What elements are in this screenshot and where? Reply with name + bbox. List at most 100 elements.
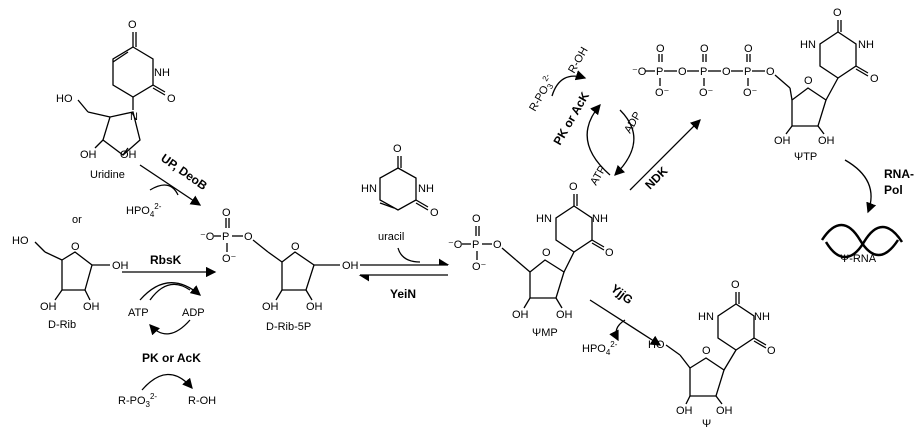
- atp-1: ATP: [128, 307, 149, 319]
- yjjg-label: YjjG: [608, 281, 636, 307]
- d-rib-label: D-Rib: [48, 319, 76, 331]
- svg-text:OH: OH: [676, 405, 693, 417]
- svg-text:O: O: [291, 241, 300, 253]
- up-deob-label: UP, DeoB: [158, 151, 210, 193]
- svg-text:⁻O: ⁻O: [448, 239, 463, 251]
- svg-text:OH: OH: [556, 309, 573, 321]
- rna-pol-label-1: RNA-: [884, 167, 914, 181]
- rna-pol-arrow: [844, 159, 877, 214]
- adp-1: ADP: [182, 307, 205, 319]
- svg-text:HO: HO: [648, 339, 665, 351]
- psi-tp-label: ΨTP: [794, 151, 817, 163]
- roh-1: R-OH: [188, 395, 216, 407]
- yjjg-arrow: [589, 299, 662, 346]
- svg-text:O: O: [222, 207, 231, 219]
- svg-text:O⁻: O⁻: [472, 261, 487, 273]
- svg-text:OH: OH: [512, 309, 529, 321]
- psi-rna-helix: Ψ-RNA: [820, 223, 904, 265]
- psi-tp-structure: ⁻O P O P O P O O O O O⁻ O⁻ O⁻ O OH OH ΨT…: [632, 7, 879, 163]
- svg-text:⁻O: ⁻O: [632, 66, 647, 78]
- svg-text:O: O: [700, 43, 709, 55]
- svg-text:O: O: [870, 73, 879, 85]
- uridine-ho: HO: [56, 93, 73, 105]
- or-label: or: [72, 214, 82, 226]
- svg-text:NH: NH: [858, 39, 874, 51]
- uridine-label: Uridine: [90, 169, 125, 181]
- psi-rna-label: Ψ-RNA: [840, 253, 877, 265]
- roh-2: R-OH: [566, 45, 590, 75]
- svg-text:O: O: [766, 66, 775, 78]
- svg-text:P: P: [472, 239, 479, 251]
- svg-text:O: O: [71, 241, 80, 253]
- svg-text:NH: NH: [592, 213, 608, 225]
- svg-text:P: P: [700, 66, 707, 78]
- hpo4-1: HPO42-: [126, 202, 162, 219]
- svg-text:HO: HO: [12, 235, 29, 247]
- uridine-o-top: O: [128, 19, 137, 31]
- uracil-label: uracil: [378, 231, 404, 243]
- psi-mp-label: ΨMP: [532, 327, 558, 339]
- svg-text:O: O: [678, 66, 687, 78]
- svg-text:O⁻: O⁻: [699, 87, 714, 99]
- svg-text:O⁻: O⁻: [222, 253, 237, 265]
- svg-text:O: O: [430, 207, 439, 219]
- adp-2: ADP: [622, 110, 644, 136]
- svg-text:O⁻: O⁻: [655, 87, 670, 99]
- rna-pol-label-2: Pol: [884, 183, 903, 197]
- psi-label: Ψ: [702, 418, 711, 430]
- svg-text:O: O: [569, 181, 578, 193]
- rbsk-label: RbsK: [150, 253, 182, 267]
- svg-text:P: P: [656, 66, 663, 78]
- svg-text:P: P: [744, 66, 751, 78]
- svg-text:OH: OH: [40, 301, 57, 313]
- d-rib-5p-label: D-Rib-5P: [266, 321, 311, 333]
- svg-text:OH: OH: [342, 260, 359, 272]
- up-deob-arrow: [139, 164, 202, 206]
- uracil-structure: O HN NH O uracil: [361, 143, 439, 243]
- pk-ack-1-label: PK or AcK: [142, 351, 201, 365]
- svg-text:OH: OH: [306, 301, 323, 313]
- svg-text:NH: NH: [418, 183, 434, 195]
- svg-text:OH: OH: [716, 405, 733, 417]
- svg-text:O: O: [656, 43, 665, 55]
- uridine-o-right: O: [167, 93, 176, 105]
- pk-ack-2-label: PK or AcK: [550, 89, 592, 147]
- svg-text:O: O: [605, 247, 614, 259]
- d-rib-5p-structure: ⁻O P O O⁻ O O OH OH OH D-Rib-5P: [200, 207, 359, 333]
- svg-text:OH: OH: [112, 260, 129, 272]
- rpo3-2: R-PO32-: [525, 72, 559, 115]
- svg-text:O: O: [767, 345, 776, 357]
- svg-text:O⁻: O⁻: [743, 87, 758, 99]
- svg-text:O: O: [244, 231, 253, 243]
- svg-text:OH: OH: [262, 301, 279, 313]
- svg-text:O: O: [542, 247, 551, 259]
- rpo3-1: R-PO32-: [118, 392, 157, 409]
- hpo4-2: HPO42-: [582, 340, 618, 357]
- uridine-oh-2: OH: [120, 149, 137, 161]
- svg-text:HN: HN: [698, 311, 714, 323]
- svg-text:O: O: [744, 43, 753, 55]
- svg-text:O: O: [493, 239, 502, 251]
- svg-text:O: O: [702, 345, 711, 357]
- svg-text:HN: HN: [800, 39, 816, 51]
- svg-text:O: O: [804, 75, 813, 87]
- ndk-arrow: [629, 119, 701, 191]
- uridine-nh: NH: [154, 67, 170, 79]
- d-rib-structure: O HO OH OH OH D-Rib: [12, 235, 129, 331]
- psi-mp-structure: ⁻O P O O⁻ O O OH OH ΨMP O HN NH O: [448, 181, 614, 339]
- svg-text:⁻O: ⁻O: [200, 231, 215, 243]
- svg-text:P: P: [222, 231, 229, 243]
- uridine-n: N: [130, 111, 138, 123]
- svg-text:O: O: [393, 143, 402, 155]
- svg-text:O: O: [833, 7, 842, 19]
- svg-text:O: O: [472, 213, 481, 225]
- svg-text:OH: OH: [83, 301, 100, 313]
- svg-text:NH: NH: [754, 311, 770, 323]
- svg-text:HN: HN: [361, 183, 377, 195]
- svg-text:HN: HN: [536, 213, 552, 225]
- ndk-label: NDK: [642, 164, 671, 193]
- svg-text:O: O: [722, 66, 731, 78]
- atp-2: ATP: [588, 164, 609, 188]
- uridine-oh-1: OH: [80, 149, 97, 161]
